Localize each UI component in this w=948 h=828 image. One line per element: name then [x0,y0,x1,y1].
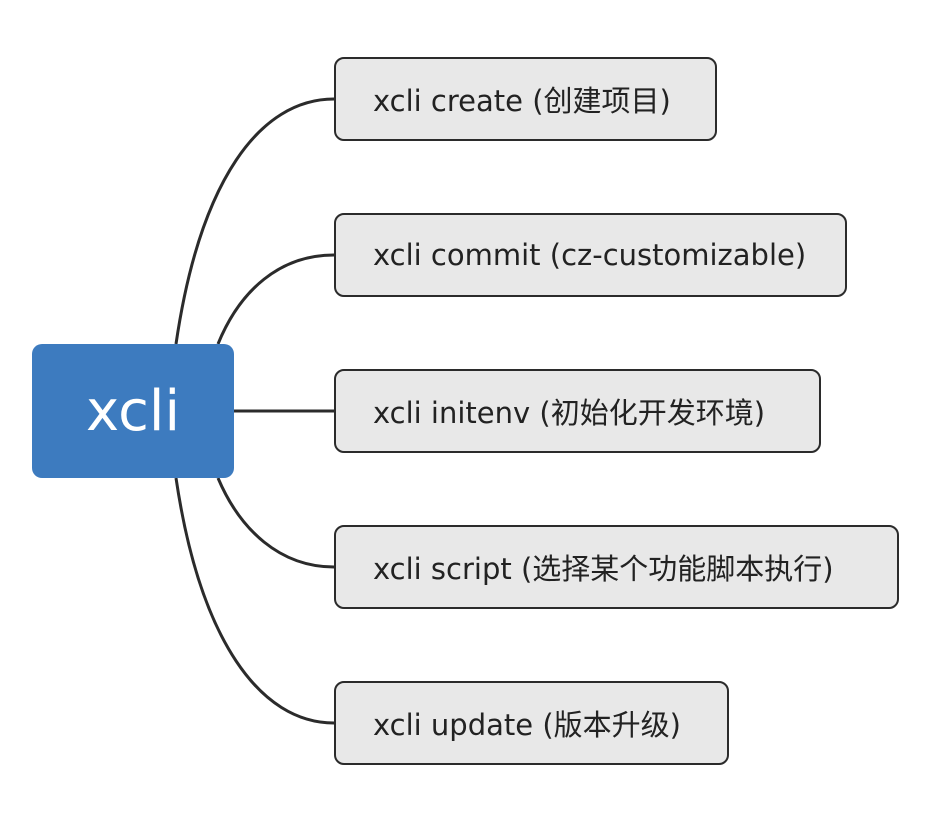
node-label: xcli update (版本升级) [373,708,681,742]
node-label: xcli initenv (初始化开发环境) [373,396,766,430]
node-label: xcli create (创建项目) [373,84,671,118]
node-xcli-update: xcli update (版本升级) [334,681,729,765]
node-label: xcli commit (cz-customizable) [373,238,807,272]
connector-script [216,477,335,569]
node-xcli-script: xcli script (选择某个功能脚本执行) [334,525,899,609]
node-xcli-commit: xcli commit (cz-customizable) [334,213,847,297]
connector-create [174,97,335,345]
connector-update [174,477,335,725]
root-node-xcli: xcli [32,344,234,478]
root-node-label: xcli [85,378,181,444]
node-label: xcli script (选择某个功能脚本执行) [373,552,834,586]
node-xcli-initenv: xcli initenv (初始化开发环境) [334,369,821,453]
node-xcli-create: xcli create (创建项目) [334,57,717,141]
connector-commit [216,253,335,345]
